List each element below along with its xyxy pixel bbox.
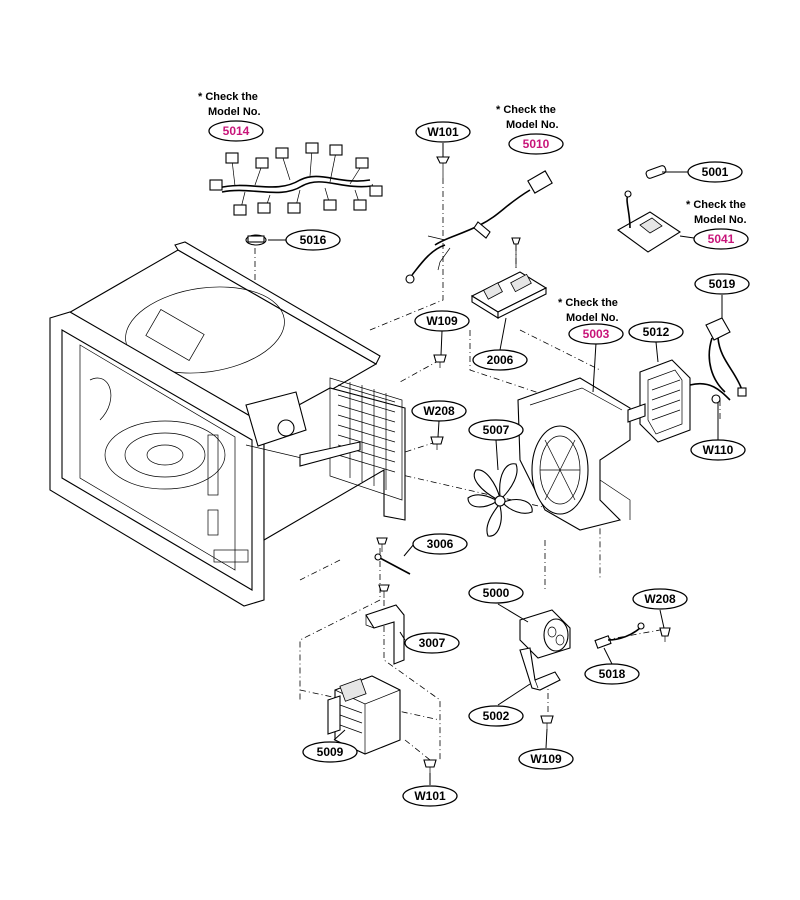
callout-5014: 5014 bbox=[208, 120, 264, 142]
callout-3006: 3006 bbox=[412, 533, 468, 555]
callout-label: 5016 bbox=[300, 233, 327, 247]
callout-w208-right: W208 bbox=[632, 588, 688, 610]
screw-w208-left bbox=[430, 436, 444, 450]
callout-label: W208 bbox=[423, 404, 455, 418]
callout-label: 5019 bbox=[709, 277, 736, 291]
callout-w109-left: W109 bbox=[414, 310, 470, 332]
callout-5003: 5003 bbox=[568, 323, 624, 345]
sensor-5019 bbox=[705, 317, 747, 397]
note-line-2: Model No. bbox=[694, 214, 747, 226]
callout-5012: 5012 bbox=[628, 321, 684, 343]
callout-label: 5000 bbox=[483, 586, 510, 600]
note-line-2: Model No. bbox=[566, 312, 619, 324]
callout-label: W208 bbox=[644, 592, 676, 606]
fan-blade-5007 bbox=[467, 463, 533, 537]
callout-label: 5003 bbox=[583, 327, 610, 341]
note-line-2: Model No. bbox=[208, 106, 261, 118]
screw-w101-bottom bbox=[423, 759, 437, 773]
screw-w101-top bbox=[436, 156, 450, 178]
note-5003: * Check the Model No. bbox=[558, 297, 619, 324]
callout-label: 5012 bbox=[643, 325, 670, 339]
magnetron-5009 bbox=[327, 675, 401, 755]
callout-label: 5018 bbox=[599, 667, 626, 681]
note-5014: * Check the Model No. bbox=[198, 91, 261, 118]
callout-5019: 5019 bbox=[694, 273, 750, 295]
callout-5009: 5009 bbox=[302, 741, 358, 763]
callout-label: W101 bbox=[414, 789, 446, 803]
note-5041: * Check the Model No. bbox=[686, 199, 747, 226]
fan-duct-5003 bbox=[517, 377, 631, 531]
callout-5016: 5016 bbox=[285, 229, 341, 251]
note-line-1: * Check the bbox=[198, 91, 258, 103]
wire-harness-5014 bbox=[209, 142, 383, 216]
screw-w109-left bbox=[433, 354, 447, 368]
callout-label: 5014 bbox=[223, 124, 250, 138]
screw-w109-bottom bbox=[540, 715, 554, 729]
callout-label: 5041 bbox=[708, 232, 735, 246]
callout-3007: 3007 bbox=[404, 632, 460, 654]
note-line-1: * Check the bbox=[686, 199, 746, 211]
thermostat-5016 bbox=[245, 234, 267, 246]
callout-label: 3006 bbox=[427, 537, 454, 551]
callout-2006: 2006 bbox=[472, 349, 528, 371]
leader-lines bbox=[268, 143, 723, 785]
callout-5018: 5018 bbox=[584, 663, 640, 685]
thermal-fuse-5018 bbox=[594, 622, 645, 649]
callout-label: W101 bbox=[427, 125, 459, 139]
callout-label: 5010 bbox=[523, 137, 550, 151]
callout-label: 5001 bbox=[702, 165, 729, 179]
oven-cavity-chassis bbox=[49, 241, 406, 607]
callout-w110: W110 bbox=[690, 439, 746, 461]
diode-3006 bbox=[374, 537, 411, 575]
callout-label: 5007 bbox=[483, 423, 510, 437]
capacitor-bracket-5002 bbox=[519, 647, 561, 691]
noise-filter-board-5041 bbox=[616, 190, 682, 253]
callout-5002: 5002 bbox=[468, 705, 524, 727]
callout-w208-left: W208 bbox=[411, 400, 467, 422]
assembly-guide-lines bbox=[254, 178, 721, 761]
callout-label: 3007 bbox=[419, 636, 446, 650]
callout-w101-top: W101 bbox=[415, 121, 471, 143]
capacitor-5000 bbox=[519, 609, 571, 659]
callout-5001: 5001 bbox=[687, 161, 743, 183]
note-5010: * Check the Model No. bbox=[496, 104, 559, 131]
callout-label: 5009 bbox=[317, 745, 344, 759]
fuse-5001 bbox=[645, 165, 667, 179]
callout-label: 5002 bbox=[483, 709, 510, 723]
callout-label: W109 bbox=[530, 752, 562, 766]
callout-w101-bottom: W101 bbox=[402, 785, 458, 807]
callout-5041: 5041 bbox=[693, 228, 749, 250]
callout-5010: 5010 bbox=[508, 133, 564, 155]
power-cord-5010 bbox=[405, 170, 553, 284]
callout-5000: 5000 bbox=[468, 582, 524, 604]
callout-label: W109 bbox=[426, 314, 458, 328]
fan-motor-5012 bbox=[627, 359, 731, 443]
callout-5007: 5007 bbox=[468, 419, 524, 441]
callout-w109-bottom: W109 bbox=[518, 748, 574, 770]
note-line-2: Model No. bbox=[506, 119, 559, 131]
note-line-1: * Check the bbox=[496, 104, 556, 116]
control-pcb-2006 bbox=[470, 237, 548, 319]
callout-label: 2006 bbox=[487, 353, 514, 367]
bracket-3007 bbox=[365, 584, 405, 665]
callout-label: W110 bbox=[703, 443, 734, 457]
screw-w208-right bbox=[659, 627, 671, 642]
note-line-1: * Check the bbox=[558, 297, 618, 309]
